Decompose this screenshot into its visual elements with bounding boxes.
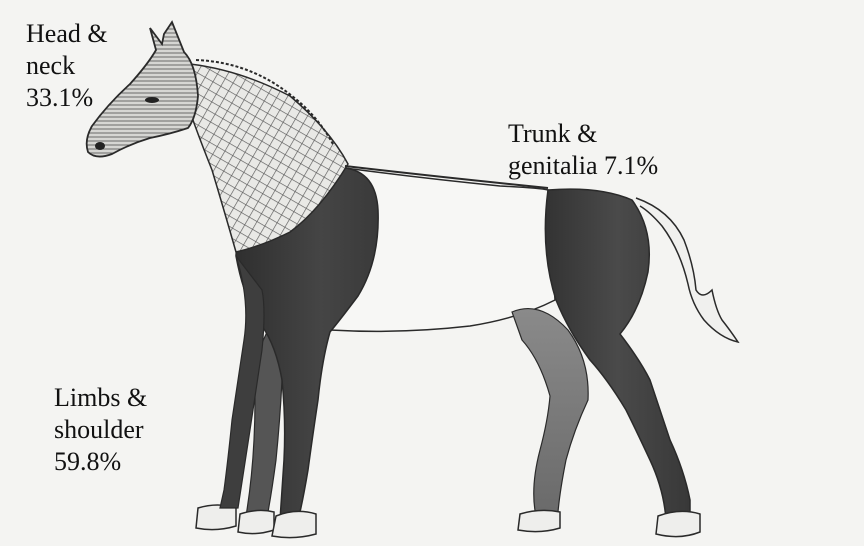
head-neck-label: Head & neck 33.1% xyxy=(26,18,108,114)
limbs-shoulder-label-line1: Limbs & xyxy=(54,382,147,414)
head-neck-label-percent: 33.1% xyxy=(26,82,108,114)
near-hind-hoof xyxy=(656,511,700,536)
head-neck-label-line1: Head & xyxy=(26,18,108,50)
limbs-shoulder-label-percent: 59.8% xyxy=(54,446,147,478)
far-fore-hoof-front xyxy=(196,505,236,530)
eye xyxy=(145,97,159,103)
near-fore-hoof xyxy=(272,511,316,537)
trunk-genitalia-label-line1: Trunk & xyxy=(508,118,658,150)
tail xyxy=(636,198,738,342)
limbs-shoulder-label-line2: shoulder xyxy=(54,414,147,446)
nostril xyxy=(95,142,105,150)
trunk-genitalia-label: Trunk & genitalia 7.1% xyxy=(508,118,658,182)
far-hind-hoof xyxy=(518,510,560,531)
head-neck-label-line2: neck xyxy=(26,50,108,82)
trunk-genitalia-label-line2: genitalia 7.1% xyxy=(508,150,658,182)
limbs-shoulder-label: Limbs & shoulder 59.8% xyxy=(54,382,147,478)
far-fore-hoof xyxy=(238,510,274,533)
